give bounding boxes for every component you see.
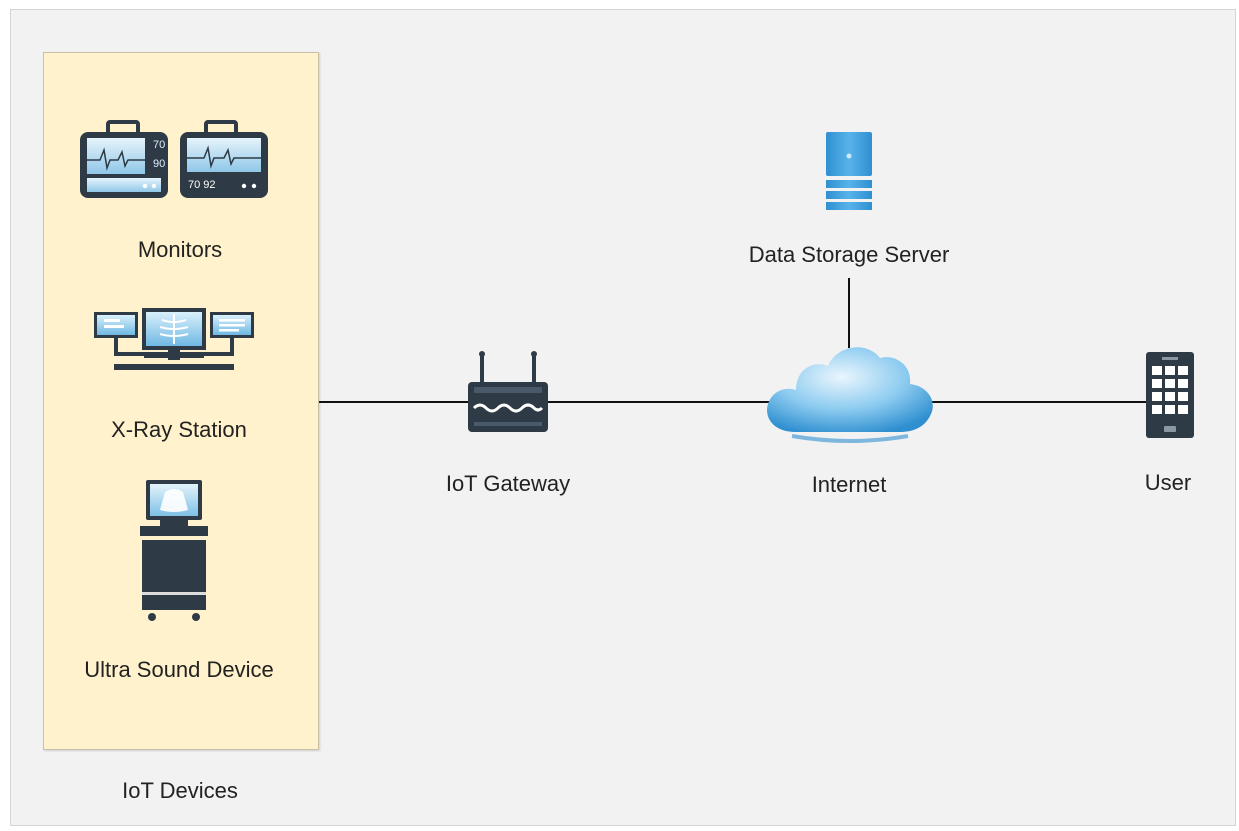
cloud-icon	[767, 347, 933, 443]
server-icon	[826, 132, 872, 210]
user-label: User	[1144, 470, 1192, 495]
xray-workstation-icon	[94, 308, 254, 370]
monitor-b-readings: 70 92	[188, 179, 216, 191]
router-icon	[468, 351, 548, 432]
iot-gateway-label: IoT Gateway	[445, 471, 571, 496]
internet-label: Internet	[811, 472, 887, 497]
monitor-a-reading-2: 90	[153, 158, 166, 170]
ultrasound-device-label: Ultra Sound Device	[84, 657, 274, 682]
iot-devices-label: IoT Devices	[122, 778, 238, 803]
monitors-label: Monitors	[137, 237, 223, 262]
xray-station-label: X-Ray Station	[111, 417, 247, 442]
smartphone-icon	[1146, 352, 1194, 438]
ultrasound-cart-icon	[140, 480, 208, 621]
patient-monitor-icon	[80, 120, 268, 198]
monitor-a-reading-1: 70	[153, 139, 166, 151]
data-storage-server-label: Data Storage Server	[748, 242, 950, 267]
